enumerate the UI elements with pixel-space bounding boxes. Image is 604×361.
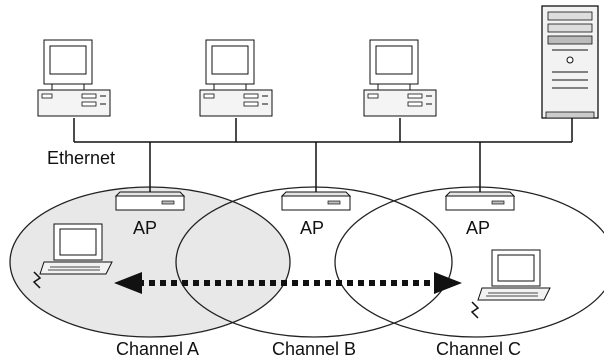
ap-label: AP: [466, 218, 491, 238]
roaming-arrow: [114, 272, 462, 294]
server-icon: [541, 5, 599, 119]
laptop-icon: [470, 249, 551, 319]
ap-label: AP: [133, 218, 158, 238]
access-point-icon: [444, 191, 516, 211]
cell-channel-b: [175, 186, 453, 338]
ap-label: AP: [300, 218, 325, 238]
ethernet-backbone: [73, 118, 573, 192]
cell-channel-c: [334, 186, 604, 338]
channel-a-label: Channel A: [116, 339, 200, 359]
desktop-icon: [363, 39, 437, 117]
access-point-icon: [280, 191, 352, 211]
ethernet-label: Ethernet: [47, 148, 116, 168]
desktop-icon: [37, 39, 111, 117]
channel-c-label: Channel C: [436, 339, 522, 359]
access-point-icon: [114, 191, 186, 211]
desktop-icon: [199, 39, 273, 117]
channel-b-label: Channel B: [272, 339, 357, 359]
laptop-icon: [32, 223, 113, 289]
